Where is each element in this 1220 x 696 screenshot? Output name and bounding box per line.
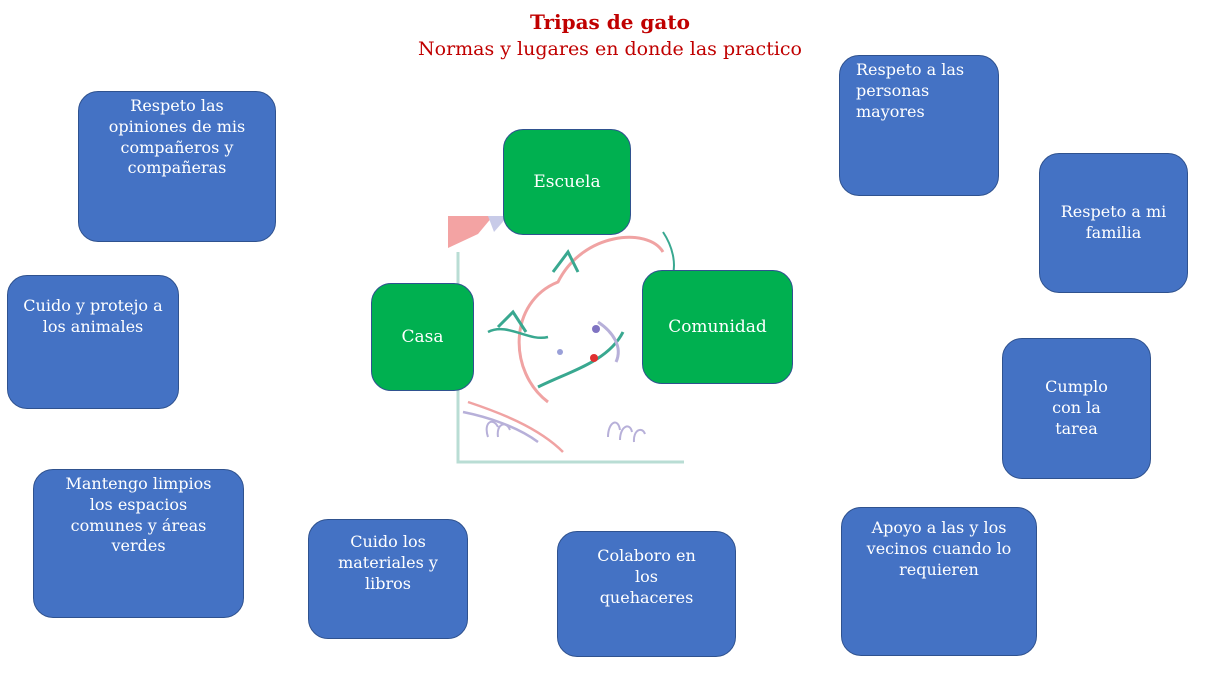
place-comunidad: Comunidad (642, 270, 793, 384)
place-casa: Casa (371, 283, 474, 391)
norm-cumplo-tarea: Cumplo con la tarea (1002, 338, 1151, 479)
norm-respeto-familia-label: Respeto a mi familia (1060, 202, 1167, 242)
norm-respeto-opiniones: Respeto las opiniones de mis compañeros … (78, 91, 276, 242)
norm-cuido-materiales: Cuido los materiales y libros (308, 519, 468, 639)
norm-respeto-familia: Respeto a mi familia (1039, 153, 1188, 293)
norm-cuido-materiales-label: Cuido los materiales y libros (338, 532, 438, 593)
norm-respeto-mayores-label: Respeto a las personas mayores (856, 60, 965, 121)
cat-illustration (448, 216, 684, 464)
norm-mantengo-limpios: Mantengo limpios los espacios comunes y … (33, 469, 244, 618)
norm-apoyo-vecinos: Apoyo a las y los vecinos cuando lo requ… (841, 507, 1037, 656)
norm-apoyo-vecinos-label: Apoyo a las y los vecinos cuando lo requ… (866, 518, 1012, 579)
place-casa-label: Casa (401, 326, 444, 347)
norm-colaboro-quehaceres: Colaboro en los quehaceres (557, 531, 736, 657)
norm-cumplo-tarea-label: Cumplo con la tarea (1045, 377, 1108, 438)
norm-respeto-opiniones-label: Respeto las opiniones de mis compañeros … (108, 96, 246, 178)
norm-cuido-animales-label: Cuido y protejo a los animales (23, 296, 163, 336)
norm-mantengo-limpios-label: Mantengo limpios los espacios comunes y … (65, 474, 212, 556)
norm-colaboro-quehaceres-label: Colaboro en los quehaceres (597, 546, 696, 607)
diagram-title: Tripas de gato (530, 10, 690, 34)
place-comunidad-label: Comunidad (668, 316, 767, 337)
norm-respeto-mayores: Respeto a las personas mayores (839, 55, 999, 196)
diagram-subtitle: Normas y lugares en donde las practico (418, 38, 802, 60)
place-escuela-label: Escuela (533, 171, 601, 192)
place-escuela: Escuela (503, 129, 631, 235)
norm-cuido-animales: Cuido y protejo a los animales (7, 275, 179, 409)
